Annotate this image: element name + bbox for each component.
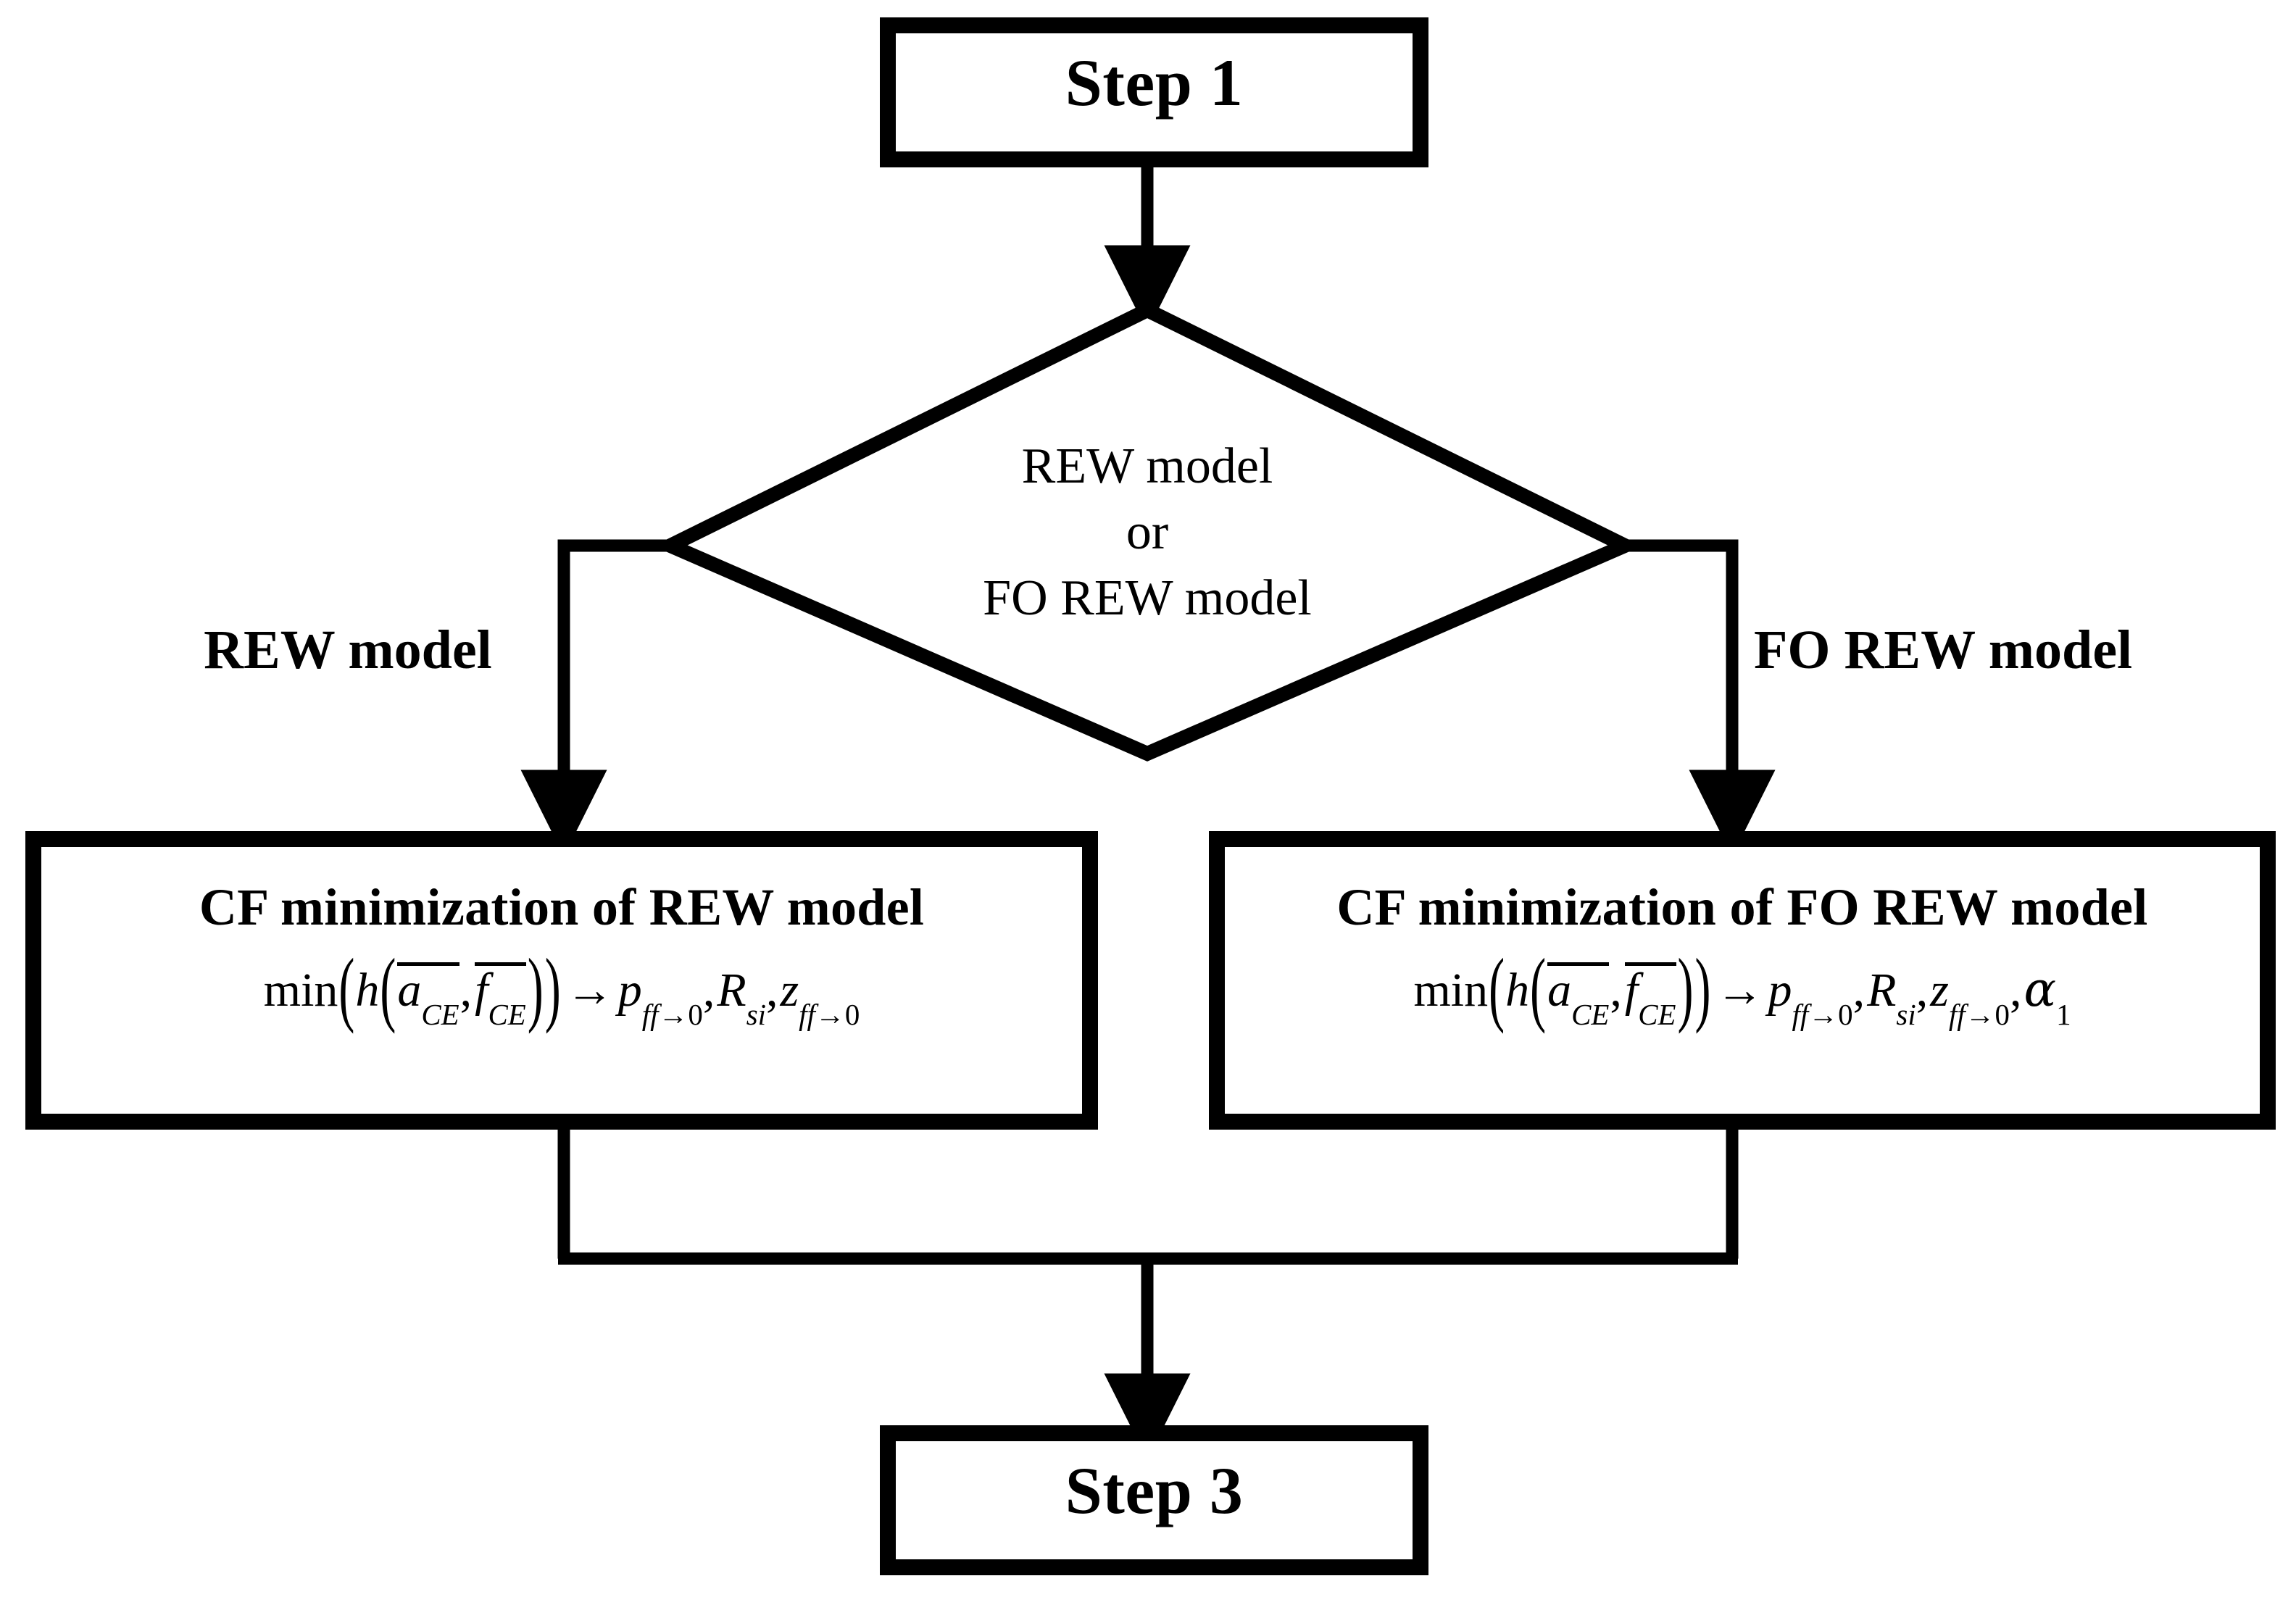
step3-label: Step 3 [1065,1454,1244,1527]
branch-label-right: FO REW model [1754,620,2133,680]
formula-left-expression: min(h(aCE,fCE))→pff→0,Rsi,zff→0 [263,942,860,1035]
decision-label-line1: REW model [1021,438,1273,494]
decision-label: REW model or FO REW model [785,433,1510,631]
formula-right-expression: min(h(aCE,fCE))→pff→0,Rsi,zff→0,α1 [1413,942,2071,1035]
decision-diamond[interactable] [653,301,1642,762]
process-left-formula: min(h(aCE,fCE))→pff→0,Rsi,zff→0 [33,942,1090,1035]
branch-label-left: REW model [204,620,492,680]
process-left-title: CF minimization of REW model [199,878,925,936]
connector-right-branch [1622,539,1776,856]
connector-left-branch [520,539,674,856]
process-right-title: CF minimization of FO REW model [1336,878,2148,936]
process-box-left[interactable] [25,831,1098,1130]
step3-box[interactable] [880,1425,1428,1575]
step1-label: Step 1 [1065,46,1244,120]
process-box-right[interactable] [1209,831,2276,1130]
process-right-formula: min(h(aCE,fCE))→pff→0,Rsi,zff→0,α1 [1217,942,2268,1035]
step1-box[interactable] [880,17,1428,167]
decision-label-line2: or [1126,504,1169,560]
decision-label-line3: FO REW model [983,570,1312,626]
